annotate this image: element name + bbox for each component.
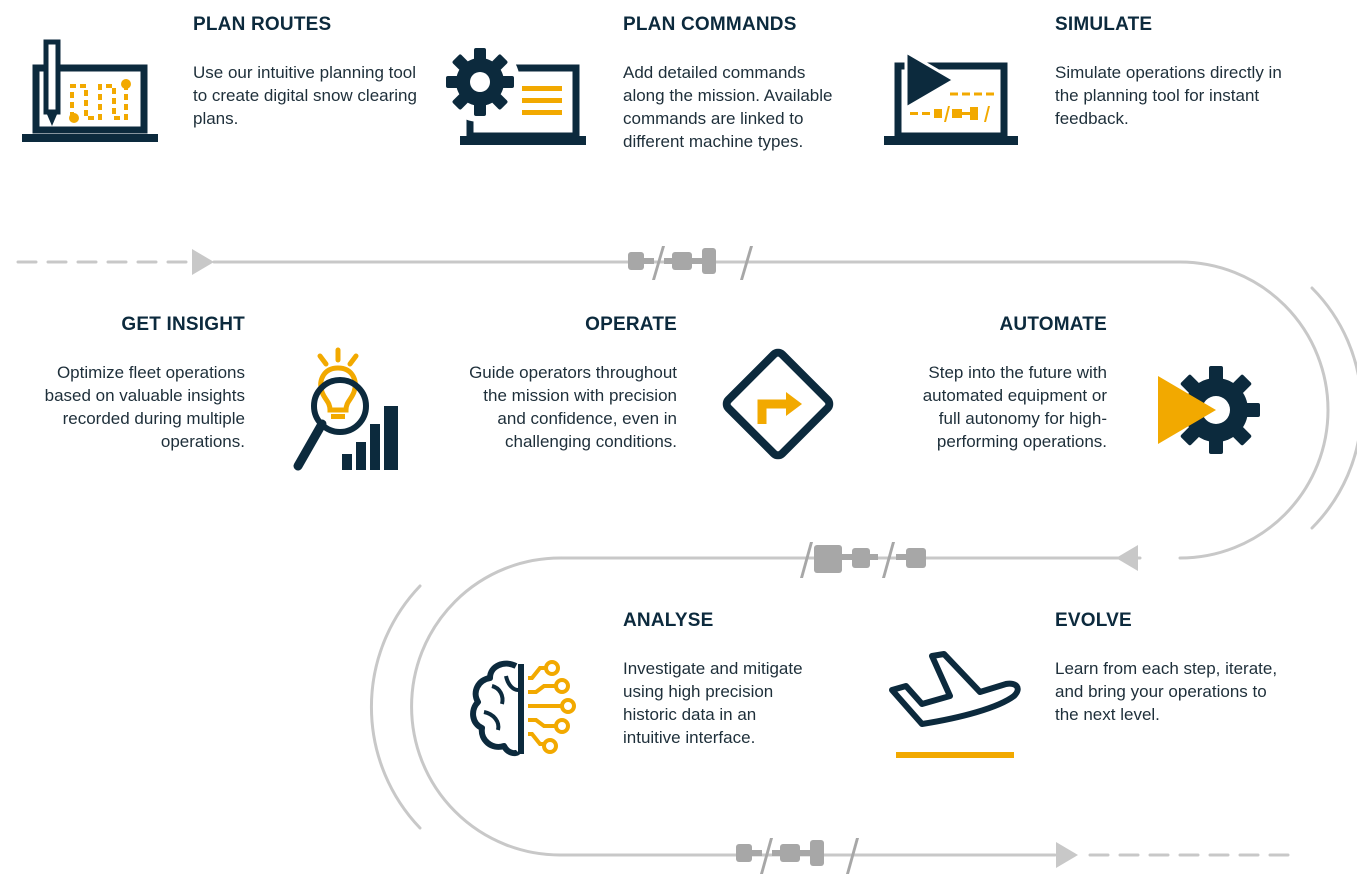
- laptop-gear-list-icon: [440, 42, 586, 145]
- right-curve: [1178, 260, 1330, 560]
- connector-glyph-top: [628, 246, 753, 280]
- step-description: Learn from each step, iterate, and bring…: [1055, 659, 1278, 724]
- left-outer-arc: [370, 584, 422, 830]
- step-description: Add detailed commands along the mission.…: [623, 63, 833, 151]
- laptop-pencil-route-icon: [22, 39, 158, 142]
- connector-glyph-bottom: [736, 838, 859, 874]
- connector-glyph-middle: [800, 542, 926, 578]
- step-plan-routes: PLAN ROUTES Use our intuitive planning t…: [193, 14, 433, 130]
- step-description: Investigate and mitigate using high prec…: [623, 659, 803, 747]
- middle-arrow: [1116, 545, 1138, 571]
- step-description: Guide operators throughout the mission w…: [469, 363, 677, 451]
- step-simulate: SIMULATE Simulate operations directly in…: [1055, 14, 1295, 130]
- step-title: ANALYSE: [623, 610, 714, 631]
- step-title: SIMULATE: [1055, 14, 1153, 35]
- airplane-takeoff-icon: [889, 651, 1021, 758]
- step-description: Use our intuitive planning tool to creat…: [193, 63, 417, 128]
- step-evolve: EVOLVE Learn from each step, iterate, an…: [1055, 610, 1295, 726]
- brain-circuit-icon: [470, 660, 576, 757]
- step-title: EVOLVE: [1055, 610, 1132, 631]
- left-curve: [410, 556, 562, 857]
- entry-arrow: [192, 249, 214, 275]
- step-description: Step into the future with automated equi…: [922, 363, 1107, 451]
- step-operate: OPERATE Guide operators throughout the m…: [452, 314, 677, 453]
- step-title: OPERATE: [585, 314, 677, 335]
- step-analyse: ANALYSE Investigate and mitigate using h…: [623, 610, 823, 749]
- road-sign-turn-right-icon: [722, 348, 834, 460]
- step-title: GET INSIGHT: [121, 314, 245, 335]
- step-get-insight: GET INSIGHT Optimize fleet operations ba…: [40, 314, 245, 453]
- step-automate: AUTOMATE Step into the future with autom…: [907, 314, 1107, 453]
- right-outer-arc: [1310, 286, 1357, 530]
- exit-arrow: [1056, 842, 1078, 868]
- step-title: PLAN ROUTES: [193, 14, 332, 35]
- play-gear-icon: [1158, 366, 1260, 454]
- step-description: Optimize fleet operations based on valua…: [44, 363, 245, 451]
- lightbulb-magnifier-chart-icon: [293, 347, 398, 471]
- step-title: PLAN COMMANDS: [623, 14, 797, 35]
- laptop-play-icon: [884, 49, 1018, 145]
- step-description: Simulate operations directly in the plan…: [1055, 63, 1282, 128]
- step-plan-commands: PLAN COMMANDS Add detailed commands alon…: [623, 14, 863, 153]
- step-title: AUTOMATE: [999, 314, 1107, 335]
